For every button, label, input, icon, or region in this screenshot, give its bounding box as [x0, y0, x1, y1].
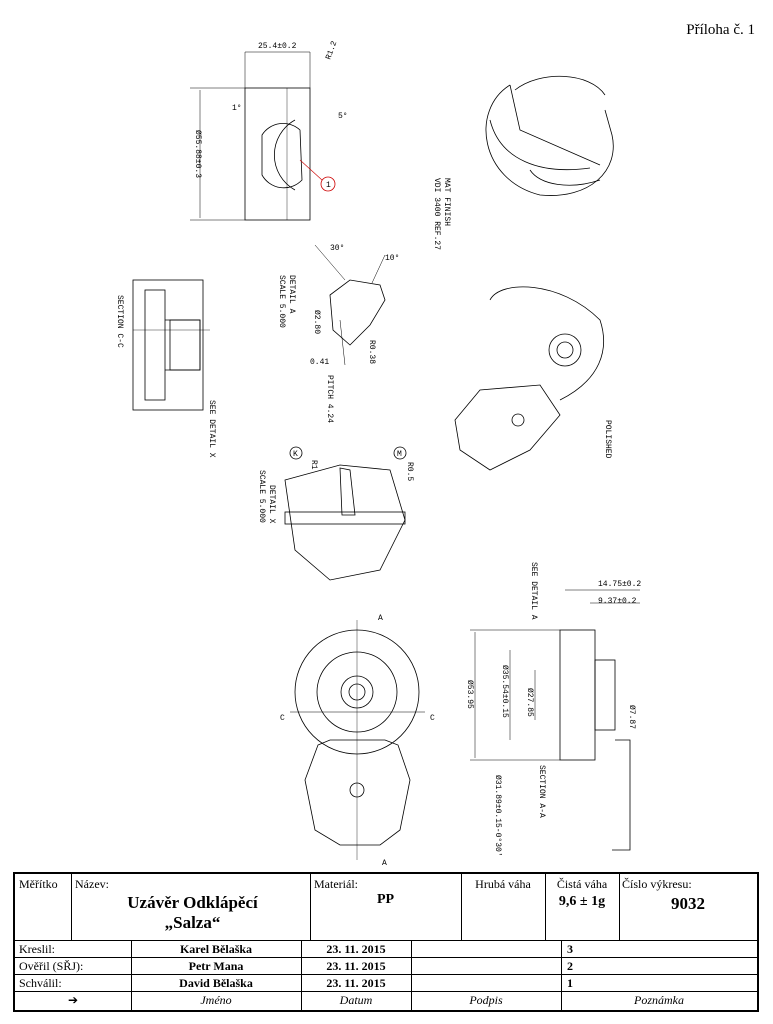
- row-role-approved: Schválil:: [19, 976, 62, 990]
- row-num-approved: 1: [567, 976, 573, 990]
- dim-pitch: PITCH 4.24: [325, 375, 334, 423]
- dim-1475: 14.75±0.2: [598, 580, 641, 589]
- row-role-drawn: Kreslil:: [19, 942, 55, 956]
- section-cc-view: [132, 279, 210, 411]
- dim-diam-3554: Ø35.54±0.15: [500, 665, 509, 718]
- footer-note: Poznámka: [634, 993, 684, 1007]
- detail-x-view: [284, 446, 407, 581]
- label-section-aa: SECTION A-A: [537, 765, 546, 818]
- label-polished: POLISHED: [603, 420, 612, 459]
- dim-diam-280: Ø2.80: [312, 310, 321, 334]
- detail-a-view: [314, 244, 386, 366]
- dim-041: 0.41: [310, 358, 329, 367]
- dim-diam-5395: Ø53.95: [465, 680, 474, 709]
- dim-diam-2785: Ø27.85: [525, 688, 534, 717]
- material-value: PP: [376, 892, 395, 907]
- label-see-detail-a: SEE DETAIL A: [529, 562, 538, 620]
- net-weight-value: 9,6 ± 1g: [558, 894, 606, 909]
- dim-angle-right: 5°: [338, 112, 348, 121]
- footer-name: Jméno: [200, 993, 232, 1007]
- label-a-bottom: A: [382, 859, 387, 868]
- label-scale-a: SCALE 5.000: [277, 275, 286, 328]
- label-mat-finish: MAT FINISH: [442, 178, 451, 226]
- dim-angle-30: 30°: [330, 244, 344, 253]
- label-detail-a: DETAIL A: [287, 275, 296, 314]
- row-num-checked: 2: [567, 959, 573, 973]
- footer-signature: Podpis: [469, 993, 503, 1007]
- footer-date: Datum: [339, 993, 373, 1007]
- row-name-checked: Petr Mana: [188, 959, 244, 973]
- label-a-top: A: [378, 614, 383, 623]
- part-name-line2: „Salza“: [164, 913, 221, 932]
- label-scale-x: SCALE 5.000: [257, 470, 266, 523]
- dim-r038: R0.38: [367, 340, 376, 364]
- label-vdi: VDI 3400 REF.27: [432, 178, 441, 250]
- label-detail-x: DETAIL X: [267, 485, 276, 524]
- row-role-checked: Ověřil (SŘJ):: [19, 959, 84, 973]
- row-num-drawn: 3: [567, 942, 573, 956]
- part-name-line1: Uzávěr Odklápěcí: [127, 893, 258, 912]
- label-m: M: [397, 450, 402, 459]
- label-k: K: [293, 450, 298, 459]
- scale-label: Měřítko: [19, 877, 58, 891]
- iso-view-top: [485, 75, 614, 196]
- annex-label: Příloha č. 1: [686, 22, 755, 38]
- net-weight-label: Čistá váha: [556, 877, 608, 891]
- dim-937: 9.37±0.2: [598, 597, 637, 606]
- row-date-approved: 23. 11. 2015: [326, 976, 386, 990]
- gross-weight-label: Hrubá váha: [475, 877, 531, 891]
- row-date-checked: 23. 11. 2015: [326, 959, 386, 973]
- dim-diam-787: Ø7.87: [627, 705, 636, 729]
- label-c-right: C: [430, 714, 435, 723]
- top-view: [290, 620, 425, 860]
- dim-angle-left: 1°: [232, 104, 242, 113]
- drawing-number-value: 9032: [671, 894, 705, 913]
- title-block: Měřítko Název: Uzávěr Odklápěcí „Salza“ …: [13, 872, 759, 1012]
- dim-diameter-main: Ø55.88±0.3: [193, 130, 202, 178]
- dim-m-r05: R0.5: [405, 462, 414, 481]
- material-label: Materiál:: [314, 877, 358, 891]
- row-date-drawn: 23. 11. 2015: [326, 942, 386, 956]
- callout-1: 1: [326, 181, 331, 190]
- label-section-cc: SECTION C-C: [115, 295, 124, 348]
- technical-drawing: 25.4±0.2 R1.2 1° 5° Ø55.88±0.3 1 MAT FIN…: [115, 40, 641, 868]
- label-see-detail-x: SEE DETAIL X: [207, 400, 216, 458]
- row-name-approved: David Bělaška: [179, 976, 253, 990]
- dim-k-r1: R1: [309, 460, 318, 470]
- drawing-number-label: Číslo výkresu:: [622, 877, 692, 891]
- row-name-drawn: Karel Bělaška: [179, 942, 253, 956]
- dim-width-top: 25.4±0.2: [258, 42, 297, 51]
- label-c-left: C: [280, 714, 285, 723]
- section-aa-view: [470, 589, 640, 851]
- name-label: Název:: [75, 877, 109, 891]
- arrow-icon: ➔: [67, 993, 79, 1007]
- dim-thread: Ø31.89±0.15-0°30': [493, 775, 502, 857]
- side-view: [190, 51, 336, 221]
- dim-radius-top: R1.2: [324, 40, 339, 61]
- iso-view-open: [454, 286, 604, 471]
- dim-angle-10: 10°: [385, 254, 399, 263]
